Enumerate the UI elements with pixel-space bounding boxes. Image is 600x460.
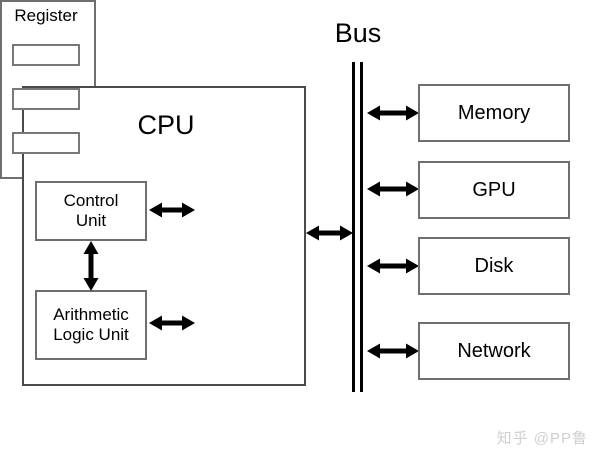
- peripheral-label: GPU: [472, 178, 516, 201]
- arrow-alu-to-register-icon: [149, 312, 195, 334]
- peripheral-box-network: Network: [418, 322, 570, 380]
- arrow-bus-to-gpu-icon: [367, 178, 419, 200]
- watermark: 知乎 @PP鲁: [496, 430, 588, 447]
- peripheral-label: Disk: [474, 254, 514, 277]
- peripheral-label: Memory: [457, 101, 531, 124]
- arithmetic-logic-unit-box: Arithmetic Logic Unit: [35, 290, 147, 360]
- peripheral-box-memory: Memory: [418, 84, 570, 142]
- arrow-control-unit-to-register-icon: [149, 199, 195, 221]
- control-unit-label-line1: Control: [63, 191, 119, 211]
- register-box: Register: [0, 0, 96, 179]
- arrow-bus-to-memory-icon: [367, 102, 419, 124]
- arrow-bus-to-network-icon: [367, 340, 419, 362]
- register-title: Register: [14, 6, 78, 25]
- register-slot: [12, 132, 80, 154]
- arrow-control-unit-to-alu-icon: [80, 241, 102, 291]
- control-unit-label-line2: Unit: [75, 211, 107, 230]
- cpu-title: CPU: [137, 110, 195, 140]
- control-unit-label: Control Unit: [64, 191, 119, 230]
- alu-label-line2: Logic Unit: [53, 325, 129, 344]
- alu-label-line1: Arithmetic: [53, 305, 129, 325]
- register-slot: [12, 44, 80, 66]
- bus-rail-left: [352, 62, 355, 392]
- bus-line: [352, 62, 364, 392]
- control-unit-box: Control Unit: [35, 181, 147, 241]
- bus-rail-right: [360, 62, 363, 392]
- peripheral-box-disk: Disk: [418, 237, 570, 295]
- arrow-cpu-to-bus-icon: [306, 222, 353, 244]
- peripheral-box-gpu: GPU: [418, 161, 570, 219]
- bus-title: Bus: [334, 18, 382, 48]
- arrow-bus-to-disk-icon: [367, 255, 419, 277]
- register-slot: [12, 88, 80, 110]
- alu-label: Arithmetic Logic Unit: [53, 305, 129, 344]
- peripheral-label: Network: [457, 339, 531, 362]
